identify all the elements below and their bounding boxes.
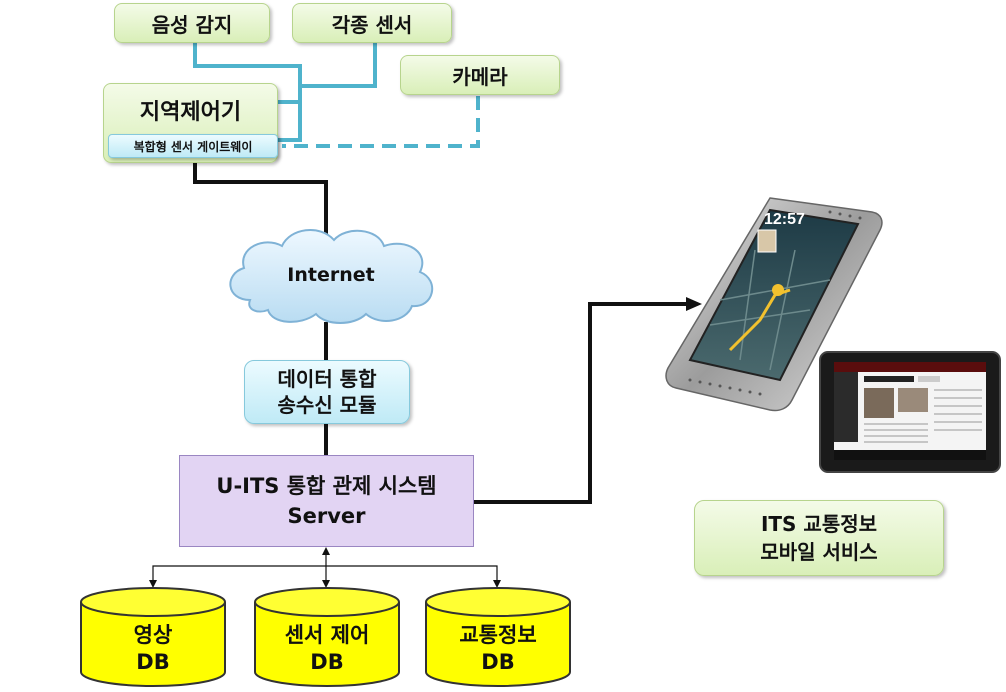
db-video-line1: 영상 bbox=[133, 623, 173, 647]
smartphone-image: 12:57 bbox=[665, 197, 883, 412]
db-video-line2: DB bbox=[136, 650, 170, 674]
internet-cloud bbox=[229, 228, 434, 324]
db-video: 영상 DB bbox=[79, 586, 227, 688]
arrow-to-mobile bbox=[686, 297, 702, 311]
tablet-image bbox=[819, 351, 1001, 473]
sensor-gateway-box: 복합형 센서 게이트웨이 bbox=[108, 134, 278, 158]
data-module-box: 데이터 통합 송수신 모듈 bbox=[244, 360, 410, 424]
phone-time: 12:57 bbox=[764, 211, 805, 228]
db-traffic-info-line1: 교통정보 bbox=[459, 623, 537, 647]
voice-detect-label: 음성 감지 bbox=[151, 12, 233, 37]
sensor-gateway-label: 복합형 센서 게이트웨이 bbox=[133, 139, 253, 154]
camera-dashed-link bbox=[282, 96, 480, 148]
sensor-links bbox=[193, 42, 377, 142]
mobile-service-line1: ITS 교통정보 bbox=[760, 512, 878, 536]
db-links bbox=[152, 552, 498, 583]
data-module-line1: 데이터 통합 bbox=[277, 367, 377, 391]
db-traffic-info-cylinder bbox=[425, 587, 571, 687]
db-traffic-info-line2: DB bbox=[481, 650, 515, 674]
network-links bbox=[193, 158, 690, 504]
db-sensor-control-line1: 센서 제어 bbox=[284, 623, 370, 647]
server-line1: U-ITS 통합 관제 시스템 bbox=[216, 474, 437, 498]
server-line2: Server bbox=[287, 504, 366, 528]
camera-label: 카메라 bbox=[452, 64, 508, 89]
db-video-cylinder bbox=[80, 587, 226, 687]
voice-detect-box: 음성 감지 bbox=[114, 3, 270, 43]
data-module-line2: 송수신 모듈 bbox=[277, 393, 377, 417]
db-traffic-info: 교통정보 DB bbox=[424, 586, 572, 688]
mobile-service-line2: 모바일 서비스 bbox=[760, 540, 878, 564]
server-box: U-ITS 통합 관제 시스템 Server bbox=[179, 455, 474, 547]
db-sensor-control-cylinder bbox=[254, 587, 400, 687]
local-controller-label: 지역제어기 bbox=[139, 100, 242, 125]
sensors-box: 각종 센서 bbox=[292, 3, 452, 43]
db-sensor-control-line2: DB bbox=[310, 650, 344, 674]
camera-box: 카메라 bbox=[400, 55, 560, 95]
mobile-service-box: ITS 교통정보 모바일 서비스 bbox=[694, 500, 944, 576]
internet-label: Internet bbox=[287, 264, 375, 286]
sensors-label: 각종 센서 bbox=[331, 12, 413, 37]
db-sensor-control: 센서 제어 DB bbox=[253, 586, 401, 688]
internet-label-wrap: Internet bbox=[220, 252, 442, 298]
